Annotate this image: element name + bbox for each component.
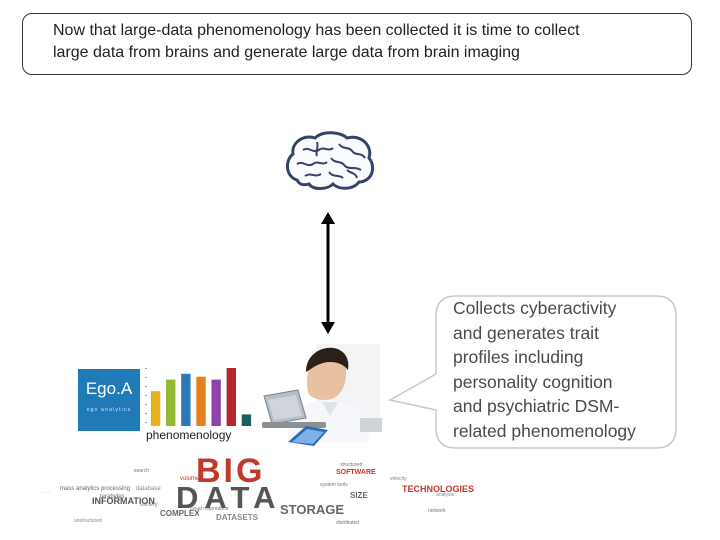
speech-callout [388, 295, 677, 449]
svg-text:search: search [134, 468, 149, 474]
chart-bar [241, 414, 252, 426]
callout-text: Collects cyberactivity and generates tra… [453, 298, 636, 441]
svg-text:system tools: system tools [320, 482, 348, 488]
svg-text:terabytes: terabytes [100, 494, 125, 500]
wordcloud-size: SIZE [350, 491, 368, 500]
logo-subtitle: ego analytics [86, 407, 132, 413]
svg-text:structured: structured [340, 462, 362, 468]
statement-box: Now that large-data phenomenology has be… [22, 13, 692, 75]
logo-word: Ego.A [85, 379, 133, 398]
svg-text:network: network [428, 508, 446, 514]
svg-text:unstructured: unstructured [74, 518, 102, 524]
wordcloud-datasets: DATASETS [216, 513, 259, 522]
chart-x-label: phenomenology [146, 428, 232, 442]
svg-text:volume: volume [180, 476, 200, 482]
chart-bar [166, 379, 176, 426]
svg-text:database: database [136, 486, 161, 492]
svg-text:distributed: distributed [336, 520, 359, 526]
wordcloud-information: INFORMATION [92, 496, 155, 506]
wordcloud-big: BIG [196, 452, 265, 490]
wordcloud-technologies: TECHNOLOGIES [402, 484, 474, 494]
big-data-word-cloud: · · · mass analytics processing database… [42, 452, 474, 526]
statement-text: Now that large-data phenomenology has be… [53, 22, 580, 61]
wordcloud-software: SOFTWARE [336, 469, 376, 476]
svg-text:cloud mapreduce: cloud mapreduce [190, 506, 229, 512]
svg-text:· · ·: · · · [42, 490, 50, 496]
chart-bar [226, 368, 236, 426]
chart-bar [196, 376, 206, 426]
chart-bar [211, 379, 221, 426]
svg-text:velocity: velocity [390, 476, 407, 482]
svg-text:variety: variety [140, 502, 158, 508]
svg-text:mass analytics processing: mass analytics processing [60, 486, 130, 492]
person-at-laptop-image [258, 342, 382, 450]
chart-bar [150, 391, 161, 426]
wordcloud-data: DATA [176, 480, 282, 515]
chart-bar [181, 373, 191, 426]
double-arrow [321, 212, 335, 334]
brain-icon [286, 131, 375, 190]
svg-text:analysis: analysis [436, 492, 455, 498]
wordcloud-complex: COMPLEX [160, 509, 200, 518]
phenomenology-bar-chart [145, 368, 252, 426]
ego-analytics-logo: Ego.A ego analytics [78, 369, 140, 431]
wordcloud-storage: STORAGE [280, 502, 344, 517]
